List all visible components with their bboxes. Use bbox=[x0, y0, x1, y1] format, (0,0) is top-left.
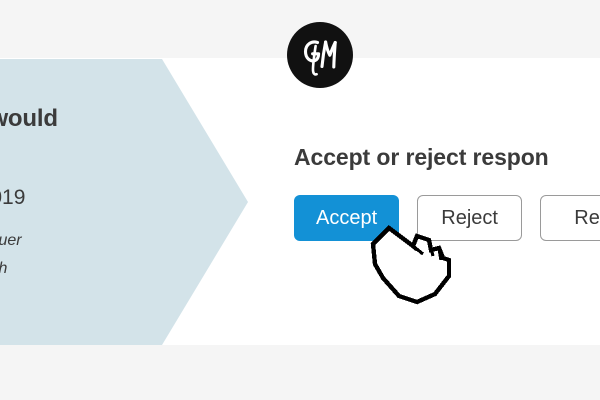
quote-heading-line-1: d and would bbox=[0, 105, 58, 132]
bottom-background-band bbox=[0, 345, 600, 400]
quote-heading-line-2: offer. bbox=[0, 138, 180, 177]
quote-panel: d and would offer. uary 2019 onsectetuer… bbox=[0, 59, 248, 345]
accept-button[interactable]: Accept bbox=[294, 195, 400, 241]
quote-body: onsectetuer mmy nibh lore” bbox=[0, 227, 188, 311]
quote-body-line-2: mmy nibh bbox=[0, 255, 188, 283]
quote-heading: d and would offer. bbox=[0, 99, 180, 177]
gm-monogram-logo bbox=[287, 22, 353, 88]
reply-button[interactable]: Rep bbox=[540, 195, 600, 241]
action-heading: Accept or reject respon bbox=[294, 144, 549, 170]
quote-date: uary 2019 bbox=[0, 186, 26, 209]
quote-panel-content: d and would offer. uary 2019 onsectetuer… bbox=[0, 59, 210, 345]
action-button-row: Accept Reject Rep bbox=[294, 195, 600, 241]
quote-body-line-3: lore” bbox=[0, 283, 188, 311]
reject-button[interactable]: Reject bbox=[417, 195, 523, 241]
quote-body-line-1: onsectetuer bbox=[0, 232, 22, 249]
